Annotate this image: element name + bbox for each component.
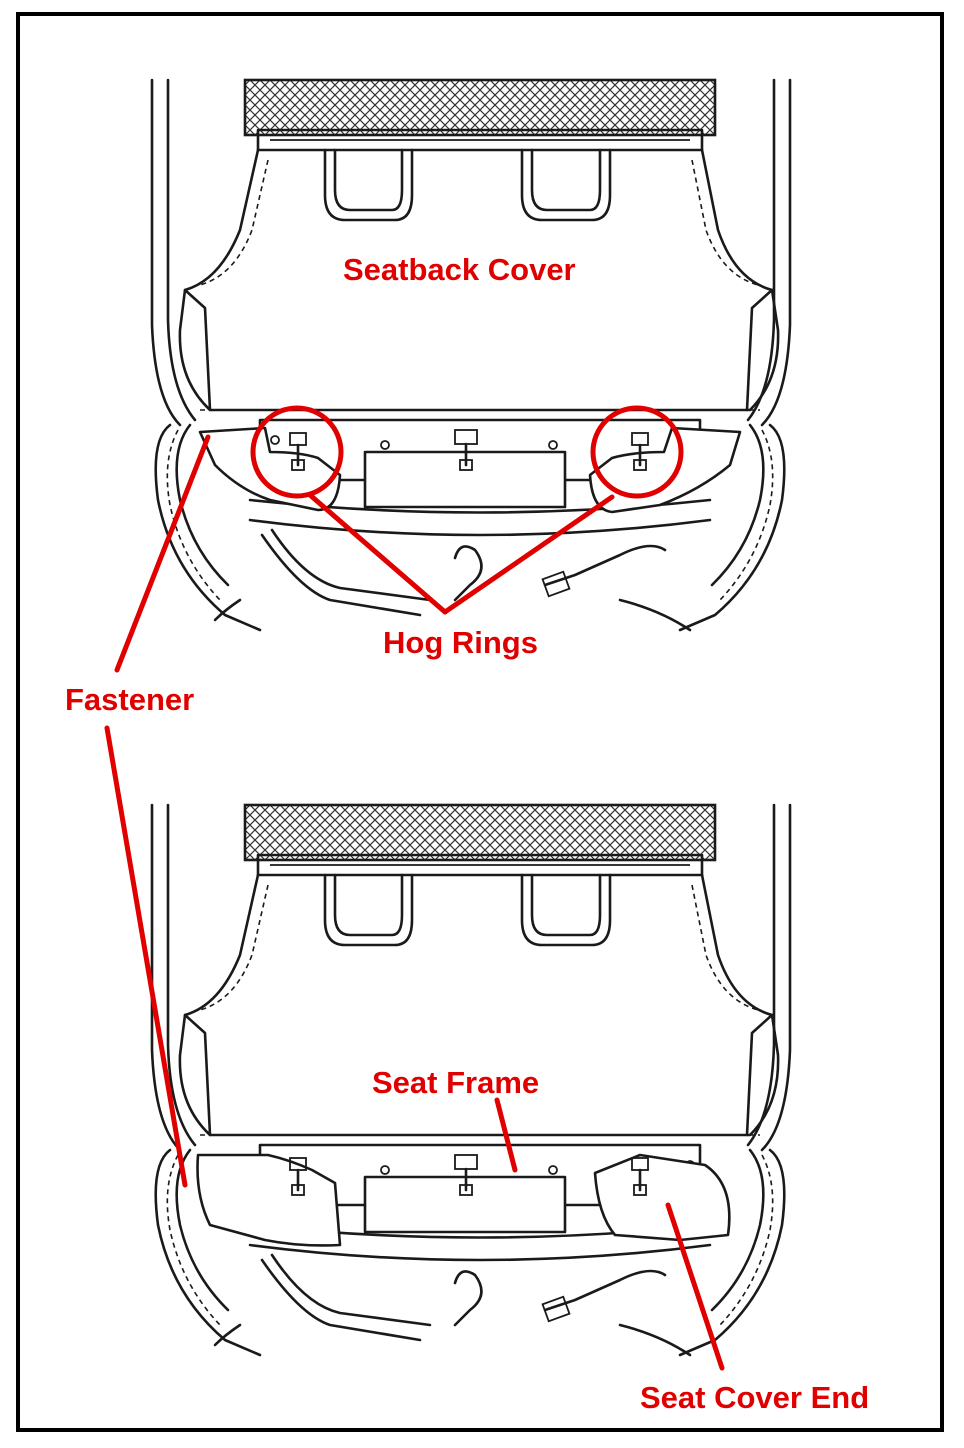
hog-rings-leader-right [442, 494, 615, 615]
label-seatback-cover: Seatback Cover [343, 252, 576, 287]
seat-illustration-bottom [150, 803, 792, 1357]
seat-illustration-top [150, 78, 792, 632]
seat-cover-end-leader [665, 1202, 725, 1371]
label-seat-cover-end: Seat Cover End [640, 1380, 869, 1415]
label-fastener: Fastener [65, 682, 194, 717]
hog-ring-circle-left [250, 405, 344, 499]
fastener-leader-bottom [104, 725, 188, 1188]
label-seat-frame: Seat Frame [372, 1065, 539, 1100]
hog-rings-leader-left [307, 492, 448, 615]
seat-frame-leader [494, 1097, 518, 1173]
label-hog-rings: Hog Rings [383, 625, 538, 660]
hog-ring-circle-right [590, 405, 684, 499]
callouts [104, 405, 725, 1371]
fastener-leader-top [114, 434, 211, 673]
